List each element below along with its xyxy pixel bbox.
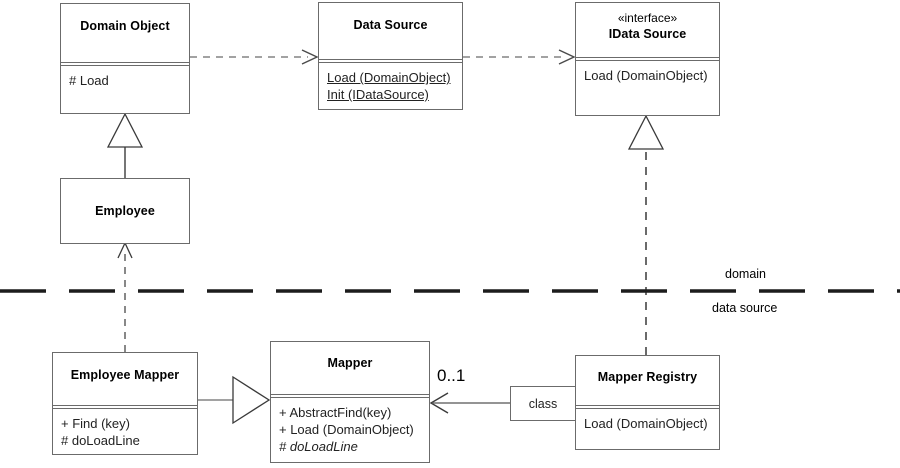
- class-separator: [576, 405, 719, 409]
- class-title-mapper-registry: Mapper Registry: [597, 370, 698, 384]
- class-mapper[interactable]: Mapper + AbstractFind(key) + Load (Domai…: [270, 341, 430, 463]
- class-stereotype-idata-source: «interface»: [617, 11, 678, 25]
- member-item: # doLoadLine: [61, 433, 140, 448]
- multiplicity-label-mapper: 0..1: [437, 366, 466, 385]
- member-item: Load (DomainObject): [584, 416, 708, 431]
- class-employee[interactable]: Employee: [60, 178, 190, 244]
- association-role-class-label: class: [528, 396, 558, 411]
- association-role-class-box[interactable]: class: [510, 386, 576, 421]
- class-mapper-registry[interactable]: Mapper Registry Load (DomainObject): [575, 355, 720, 450]
- class-members-employee-mapper: + Find (key) # doLoadLine: [53, 409, 197, 449]
- layer-label-domain: domain: [725, 267, 766, 281]
- class-title-idata-source: IData Source: [608, 27, 687, 41]
- generalization-employeemapper-to-mapper: [198, 375, 271, 425]
- dependency-domainobject-to-datasource: [190, 49, 319, 65]
- generalization-employee-to-domainobject: [106, 112, 144, 178]
- member-item: # doLoadLine: [279, 439, 358, 454]
- layer-label-data-source: data source: [712, 301, 778, 315]
- member-item: Init (IDataSource): [327, 87, 429, 102]
- class-domain-object[interactable]: Domain Object # Load: [60, 3, 190, 114]
- member-item: + AbstractFind(key): [279, 405, 392, 420]
- dependency-datasource-to-idatasource: [463, 49, 576, 65]
- class-title-mapper: Mapper: [327, 356, 373, 370]
- member-item: # Load: [69, 73, 109, 88]
- class-members-mapper-registry: Load (DomainObject): [576, 409, 719, 432]
- member-item: + Find (key): [61, 416, 130, 431]
- class-members-data-source: Load (DomainObject) Init (IDataSource): [319, 63, 462, 103]
- realization-mapperregistry-to-idatasource: [627, 114, 665, 355]
- class-members-domain-object: # Load: [61, 66, 189, 89]
- member-item: Load (DomainObject): [327, 70, 451, 85]
- member-item: + Load (DomainObject): [279, 422, 414, 437]
- member-item: Load (DomainObject): [584, 68, 708, 83]
- class-separator: [53, 405, 197, 409]
- class-separator: [61, 62, 189, 66]
- class-title-domain-object: Domain Object: [80, 19, 170, 33]
- class-title-data-source: Data Source: [353, 18, 428, 32]
- class-title-employee: Employee: [95, 204, 155, 218]
- class-separator: [319, 59, 462, 63]
- class-data-source[interactable]: Data Source Load (DomainObject) Init (ID…: [318, 2, 463, 110]
- class-title-employee-mapper: Employee Mapper: [70, 368, 180, 382]
- class-employee-mapper[interactable]: Employee Mapper + Find (key) # doLoadLin…: [52, 352, 198, 455]
- class-separator: [271, 394, 429, 398]
- dependency-employeemapper-to-employee: [117, 241, 133, 352]
- class-separator: [576, 57, 719, 61]
- class-idata-source[interactable]: «interface» IData Source Load (DomainObj…: [575, 2, 720, 116]
- class-members-mapper: + AbstractFind(key) + Load (DomainObject…: [271, 398, 429, 455]
- class-members-idata-source: Load (DomainObject): [576, 61, 719, 84]
